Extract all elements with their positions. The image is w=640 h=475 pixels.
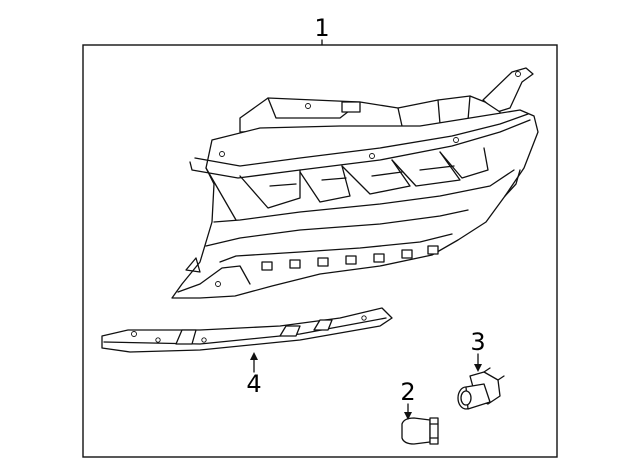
bulb (401, 417, 439, 445)
socket-with-bulb (457, 367, 505, 410)
callout-2-label: 2 (400, 378, 415, 406)
callout-4: 4 (246, 352, 262, 398)
trim-strip (101, 307, 393, 353)
headlamp-assembly (171, 67, 539, 299)
assembly-frame (82, 44, 558, 458)
callout-4-label: 4 (246, 370, 261, 398)
callout-2: 2 (400, 378, 416, 420)
callout-3-label: 3 (470, 328, 485, 356)
callout-3: 3 (470, 328, 486, 372)
callout-1-label: 1 (314, 14, 329, 42)
callout-1: 1 (314, 14, 330, 46)
